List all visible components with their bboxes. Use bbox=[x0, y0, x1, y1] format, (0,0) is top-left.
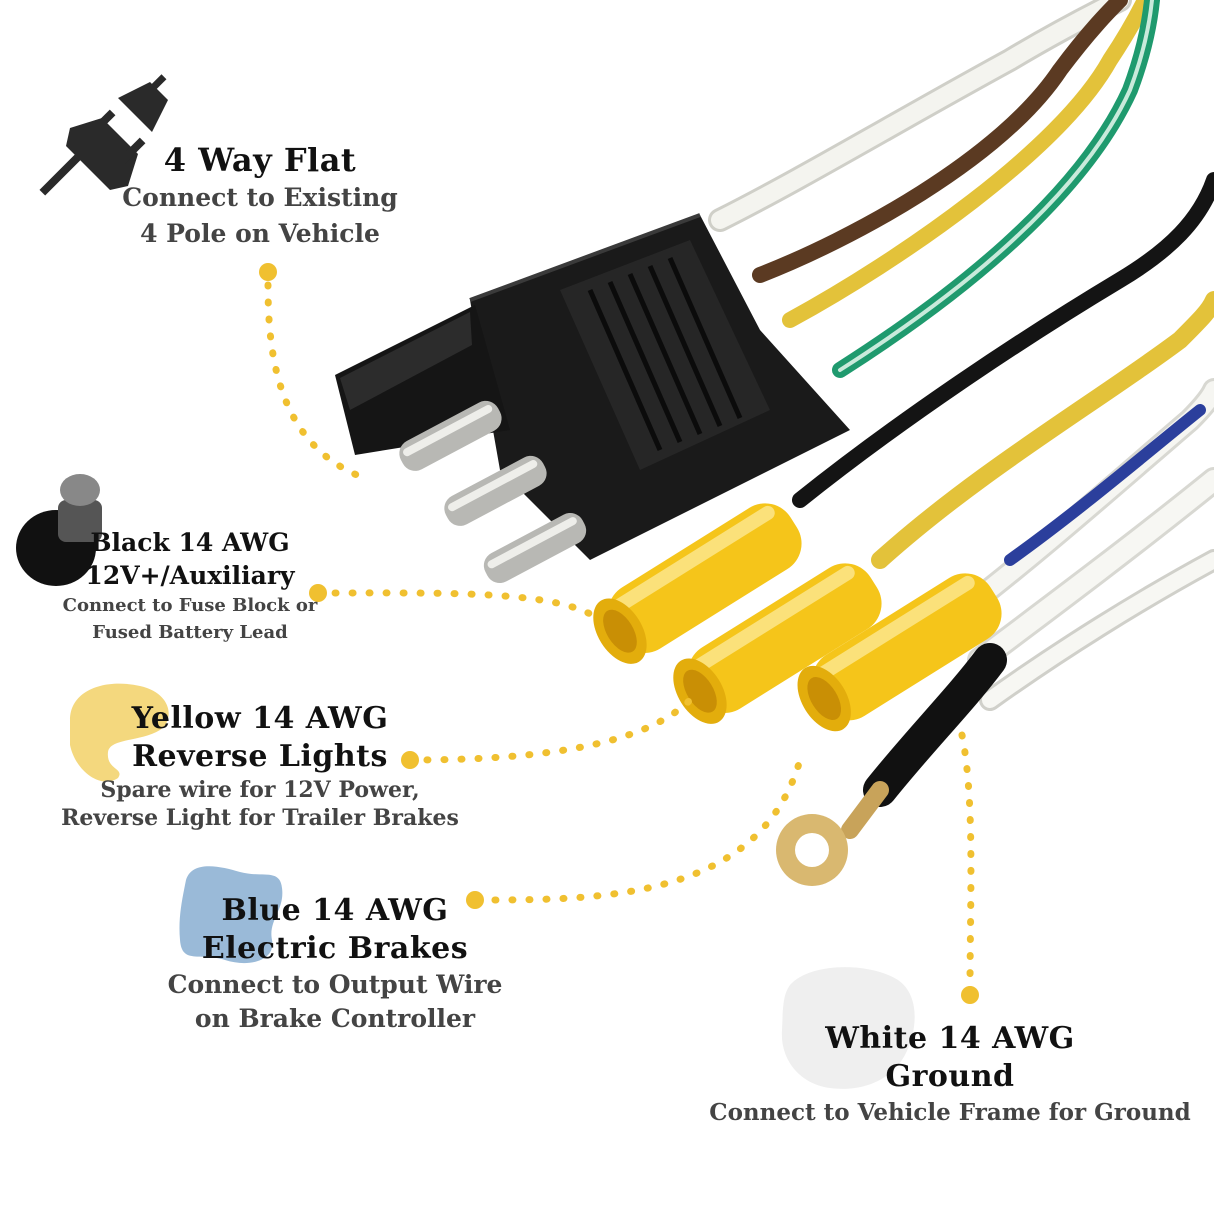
black-line1: Connect to Fuse Block or bbox=[62, 595, 318, 616]
label-blue: Blue 14 AWG Electric Brakes Connect to O… bbox=[160, 892, 510, 1036]
four-way-connector bbox=[335, 213, 850, 560]
ring-terminal bbox=[776, 643, 1007, 886]
yellow-title2: Reverse Lights bbox=[132, 739, 388, 774]
black-title: Black 14 AWG bbox=[90, 528, 290, 557]
blue-title: Blue 14 AWG bbox=[221, 893, 449, 928]
connector-pins bbox=[399, 400, 587, 584]
label-black: Black 14 AWG 12V+/Auxiliary Connect to F… bbox=[40, 526, 340, 646]
four-way-line2: 4 Pole on Vehicle bbox=[140, 219, 380, 248]
leader-lines bbox=[264, 281, 975, 994]
butt-connectors bbox=[593, 503, 1002, 732]
yellow-line1: Spare wire for 12V Power, bbox=[100, 777, 420, 803]
four-way-line1: Connect to Existing bbox=[122, 183, 398, 212]
four-way-title: 4 Way Flat bbox=[163, 141, 357, 179]
leader-endpoints bbox=[259, 263, 979, 1004]
plug-icon bbox=[39, 74, 168, 196]
white-title: White 14 AWG bbox=[825, 1021, 1075, 1056]
blue-line2: on Brake Controller bbox=[194, 1004, 476, 1033]
yellow-line2: Reverse Light for Trailer Brakes bbox=[61, 805, 459, 831]
upper-wires bbox=[708, 0, 1214, 711]
blue-title2: Electric Brakes bbox=[201, 931, 469, 966]
blue-blob-icon bbox=[179, 866, 283, 964]
yellow-title: Yellow 14 AWG bbox=[131, 701, 389, 736]
white-title2: Ground bbox=[885, 1059, 1015, 1094]
black-blob-icon bbox=[16, 474, 102, 586]
label-four-way: 4 Way Flat Connect to Existing 4 Pole on… bbox=[110, 140, 410, 252]
yellow-blob-icon bbox=[70, 683, 169, 782]
white-blob-icon bbox=[781, 967, 915, 1089]
label-white: White 14 AWG Ground Connect to Vehicle F… bbox=[700, 1020, 1200, 1130]
label-yellow: Yellow 14 AWG Reverse Lights Spare wire … bbox=[60, 700, 460, 832]
black-line2: Fused Battery Lead bbox=[92, 622, 288, 643]
blue-line1: Connect to Output Wire bbox=[167, 970, 503, 999]
black-title2: 12V+/Auxiliary bbox=[85, 561, 295, 590]
white-line1: Connect to Vehicle Frame for Ground bbox=[709, 1099, 1191, 1126]
